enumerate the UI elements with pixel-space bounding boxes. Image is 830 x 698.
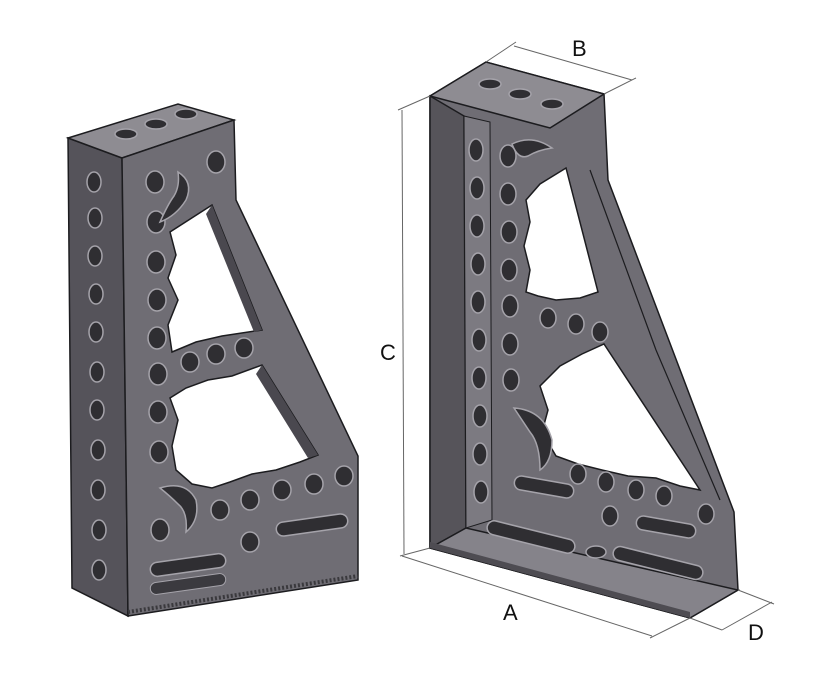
right-plate-upper-window: [523, 166, 599, 301]
left-plate-window-depth: [206, 205, 262, 332]
right-plate-top-hole: [540, 98, 564, 110]
left-plate-top-hole: [114, 128, 138, 140]
left-plate-column-holes: [145, 150, 226, 542]
left-plate-bridge-holes: [180, 337, 354, 553]
left-angle-plate: [65, 103, 359, 618]
left-plate-base-slot: [149, 552, 227, 578]
left-plate-curved-slot: [158, 170, 190, 224]
right-plate-gusset-rim: [589, 169, 721, 501]
right-plate-base-slot: [486, 520, 576, 554]
right-plate-side-face: [429, 94, 467, 550]
right-plate-column-slot: [513, 475, 575, 499]
left-plate-window-depth-2: [256, 365, 318, 458]
right-plate-lower-window: [539, 343, 702, 492]
left-plate-top-hole: [174, 108, 198, 120]
dimension-label-c: C: [380, 340, 396, 365]
dimension-lines: [397, 41, 775, 639]
right-plate-base-hole: [585, 545, 607, 559]
left-plate-base-slot: [275, 513, 349, 537]
right-plate-column-holes: [468, 138, 489, 504]
left-plate-top-hole: [144, 118, 168, 130]
right-angle-plate: [428, 61, 741, 619]
dimension-label-b: B: [572, 36, 587, 61]
left-plate-side-holes: [86, 171, 107, 581]
right-plate-column-holes-2: [499, 144, 520, 392]
left-plate-upper-window: [167, 203, 264, 354]
right-plate-column-slot: [635, 515, 697, 539]
dimension-label-d: D: [748, 620, 764, 645]
right-plate-top-hole: [478, 78, 502, 90]
left-plate-base-edge: [127, 574, 359, 614]
left-plate-base-slot: [149, 573, 227, 595]
right-plate-base-edge: [430, 542, 690, 618]
right-plate-top-hole: [508, 88, 532, 100]
right-plate-bridge-holes: [539, 307, 715, 527]
right-plate-curved-slot: [512, 407, 553, 472]
left-plate-curved-slot: [158, 485, 198, 534]
right-plate-base-slot: [612, 545, 704, 581]
dimension-label-a: A: [503, 600, 518, 625]
right-plate-curved-slot: [511, 139, 554, 158]
